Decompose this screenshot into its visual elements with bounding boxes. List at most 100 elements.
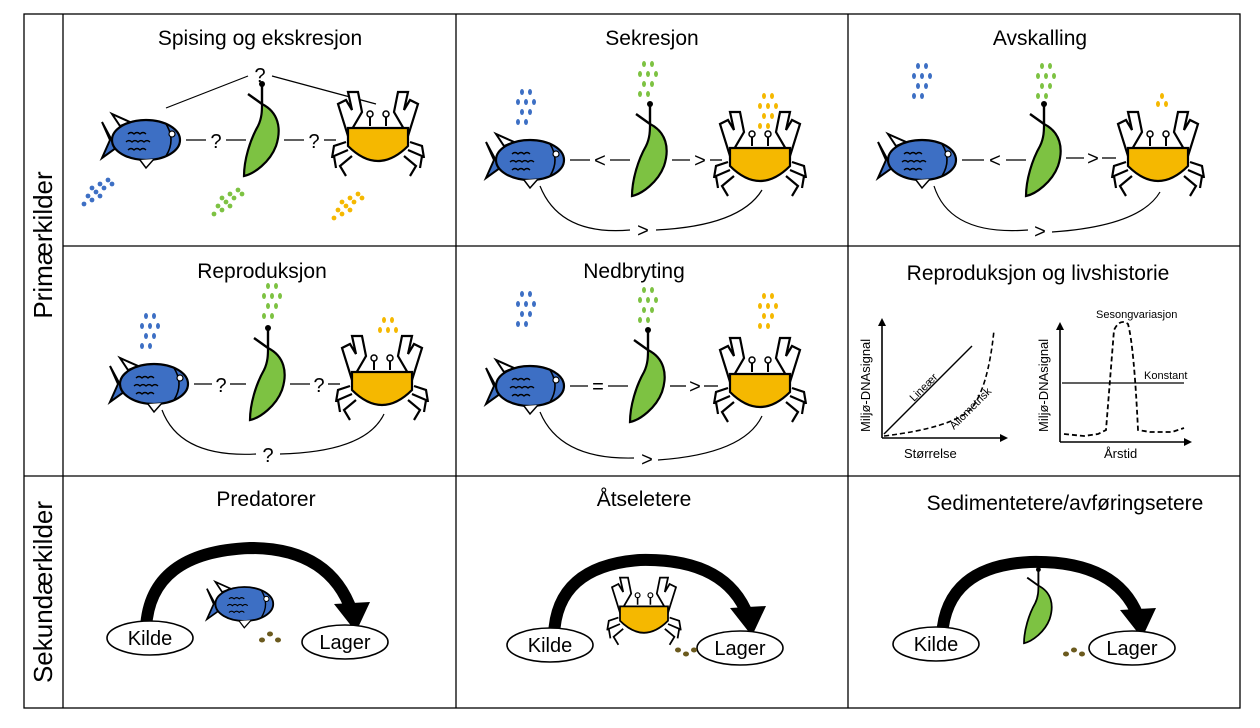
panel-title: Nedbryting: [583, 260, 685, 283]
fish-icon: [484, 132, 566, 190]
season-plot: Sesongvariasjon Konstant Miljø-DNAsignal…: [1036, 309, 1192, 461]
relation-fish-crab: ?: [254, 65, 265, 87]
fish-icon: [484, 358, 566, 416]
relation-fish-crab: >: [1034, 221, 1046, 243]
panel-title: Reproduksjon og livshistorie: [907, 262, 1170, 285]
transfer-arrow: [548, 553, 754, 637]
fish-edna-dots: [81, 177, 115, 207]
size-plot: Lineær Allometrisk Miljø-DNAsignal Størr…: [858, 318, 1008, 461]
panel-title: Sedimentetere/avføringsetere: [927, 492, 1204, 515]
transfer-arrowhead: [730, 606, 766, 636]
relation-plant-crab: ?: [313, 375, 324, 397]
panel-nedbryting: Nedbryting = > >: [484, 260, 808, 471]
plant-edna-dots: [262, 283, 282, 319]
relation-fish-crab: ?: [262, 445, 273, 467]
fish-icon: [205, 580, 275, 629]
fish-icon: [876, 132, 958, 190]
fish-edna-dots: [912, 63, 932, 99]
relation-plant-crab: >: [689, 376, 701, 398]
relation-fish-crab: >: [641, 449, 653, 471]
row-label-secondary: Sekundærkilder: [28, 501, 58, 683]
linear-line: [883, 345, 973, 435]
crab-edna-dots: [758, 93, 778, 129]
source-label: Kilde: [914, 634, 958, 656]
fish-edna-dots: [516, 89, 536, 125]
source-label: Kilde: [128, 628, 172, 650]
relation-plant-crab: >: [1087, 148, 1099, 170]
relation-fish-crab: >: [637, 220, 649, 242]
plant-edna-dots: [638, 61, 658, 97]
source-label: Kilde: [528, 635, 572, 657]
panel-livshistorie: Reproduksjon og livshistorie Lineær Allo…: [858, 262, 1192, 461]
sink-node: [301, 624, 389, 660]
plant-edna-dots: [638, 287, 658, 323]
fish-edna-dots: [140, 313, 160, 349]
sink-label: Lager: [1106, 638, 1157, 660]
plant-icon: [628, 325, 666, 424]
crab-edna-dots: [1156, 93, 1168, 107]
plant-icon: [242, 79, 280, 178]
crab-edna-dots: [378, 317, 398, 333]
crab-icon: [330, 90, 426, 178]
grid-lines: [23, 13, 1241, 709]
crab-icon: [606, 576, 682, 646]
crab-icon: [334, 334, 430, 422]
relation-fish-plant: =: [592, 376, 604, 398]
plant-edna-dots: [211, 187, 245, 217]
panel-avskalling: Avskalling < > >: [876, 27, 1206, 243]
panel-title: Predatorer: [216, 488, 315, 511]
row-label-primary: Primærkilder: [28, 171, 58, 319]
plant-icon: [1024, 99, 1062, 198]
relation-fish-plant: <: [594, 150, 606, 172]
source-node: [892, 626, 980, 662]
panel-reproduksjon: Reproduksjon ? ? ?: [108, 260, 430, 467]
transfer-arrowhead: [1120, 608, 1156, 638]
panel-spising: Spising og ekskresjon ? ? ?: [81, 27, 426, 221]
relation-fish-plant: ?: [215, 375, 226, 397]
source-node: [106, 620, 194, 656]
panel-title: Sekresjon: [605, 27, 698, 50]
panel-title: Avskalling: [993, 27, 1087, 50]
seasonal-curve: [1063, 321, 1185, 437]
plant-icon: [630, 99, 668, 198]
panel-atseletere: Åtseletere Kilde Lager: [506, 488, 784, 666]
sink-label: Lager: [319, 632, 370, 654]
feces-dots: [259, 631, 281, 643]
transfer-arrow: [140, 541, 358, 629]
plant-icon: [248, 323, 286, 422]
crab-edna-dots: [331, 191, 365, 221]
panel-title: Reproduksjon: [197, 260, 327, 283]
panel-sekresjon: Sekresjon < > >: [484, 27, 808, 242]
fish-icon: [108, 356, 190, 414]
crab-edna-dots: [758, 293, 778, 329]
feces-dots: [675, 647, 697, 657]
sink-node: [1088, 630, 1176, 666]
y-axis-label: Miljø-DNAsignal: [1036, 339, 1051, 432]
sink-node: [696, 630, 784, 666]
allometric-label: Allometrisk: [948, 385, 995, 432]
relation-plant-crab: >: [694, 150, 706, 172]
panel-sedimentetere: Sedimentetere/avføringsetere Kilde Lager: [892, 492, 1204, 666]
seasonal-label: Sesongvariasjon: [1096, 309, 1177, 321]
fish-icon: [100, 112, 182, 170]
x-axis-label: Størrelse: [904, 446, 957, 461]
feces-dots: [1063, 647, 1085, 657]
constant-label: Konstant: [1144, 370, 1187, 382]
y-axis-label: Miljø-DNAsignal: [858, 339, 873, 432]
crab-icon: [712, 336, 808, 424]
relation-fish-plant: ?: [210, 131, 221, 153]
allometric-curve: [883, 329, 995, 437]
panel-title: Åtseletere: [597, 488, 692, 511]
crab-icon: [1110, 110, 1206, 198]
sink-label: Lager: [714, 638, 765, 660]
transfer-arrow: [936, 555, 1144, 637]
panel-title: Spising og ekskresjon: [158, 27, 362, 50]
x-axis-label: Årstid: [1104, 446, 1137, 461]
plant-edna-dots: [1036, 63, 1056, 99]
panel-predatorer: Predatorer Kilde Lager: [106, 488, 389, 660]
plant-icon: [1023, 566, 1053, 645]
transfer-arrowhead: [334, 602, 370, 632]
relation-fish-plant: <: [989, 150, 1001, 172]
relation-plant-crab: ?: [308, 131, 319, 153]
